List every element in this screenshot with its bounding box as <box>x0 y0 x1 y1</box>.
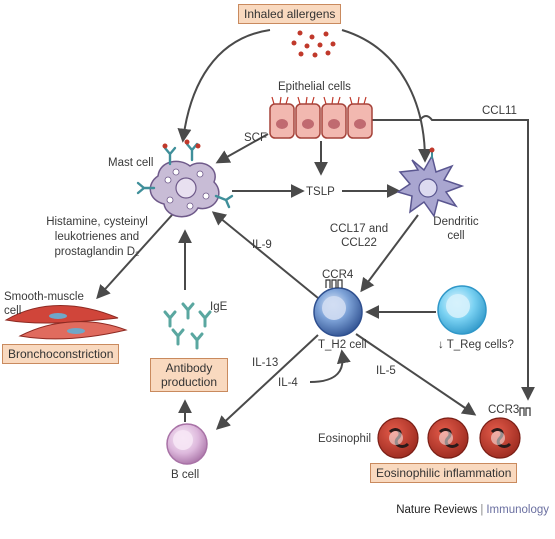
arrow-dendritic-to-th2 <box>360 214 419 293</box>
il13-label: IL-13 <box>252 357 279 369</box>
inhaled-allergens-box: Inhaled allergens <box>238 4 342 24</box>
eosinophil-label: Eosinophil <box>318 433 372 445</box>
ccl11-label: CCL11 <box>482 105 517 117</box>
th2-cell-icon <box>313 279 363 337</box>
smooth-muscle-cell-icon <box>4 305 128 340</box>
arrow-ccl11-line <box>372 115 535 401</box>
ccl17-ccl22-label: CCL17 and CCL22 <box>329 223 389 249</box>
bronchoconstriction-box: Bronchoconstriction <box>2 344 120 364</box>
antibody-production-label: Antibody production <box>160 361 218 389</box>
eosinophilic-inflammation-label: Eosinophilic inflammation <box>376 466 512 480</box>
il5-label: IL-5 <box>376 365 396 377</box>
epithelial-cells-icon <box>269 96 373 139</box>
mast-cell-label: Mast cell <box>108 157 154 169</box>
b-cell-label: B cell <box>171 469 200 481</box>
inhaled-allergens-label: Inhaled allergens <box>244 7 336 21</box>
smooth-muscle-cell-label: Smooth-muscle cell <box>4 291 84 317</box>
ccr3-label: CCR3 <box>488 404 520 416</box>
credit-separator: | <box>480 504 484 516</box>
journal-credit: Nature Reviews|Immunology <box>396 504 549 516</box>
ccr4-label: CCR4 <box>322 269 354 281</box>
journal-name: Nature Reviews <box>396 504 478 516</box>
allergen-particles-icon <box>291 30 336 58</box>
b-cell-icon <box>166 423 208 465</box>
treg-cell-icon <box>437 285 487 335</box>
eosinophilic-inflammation-box: Eosinophilic inflammation <box>370 463 518 483</box>
dendritic-cell-label: Dendritic cell <box>433 216 479 242</box>
mast-cell-icon <box>136 139 234 218</box>
treg-cells-label: ↓ T_Reg cells? <box>438 339 514 351</box>
ige-label: IgE <box>210 301 228 313</box>
epithelial-cells-label: Epithelial cells <box>278 81 351 93</box>
arrows <box>96 29 535 430</box>
th2-cell-label: T_H2 cell <box>318 339 367 351</box>
arrow-scf-to-mast-cell <box>215 133 269 164</box>
antibody-production-box: Antibody production <box>150 358 228 392</box>
journal-section: Immunology <box>486 504 549 516</box>
arrow-allergens-to-mast-cell <box>177 29 271 143</box>
arrow-il4-loop <box>309 349 351 383</box>
bronchoconstriction-label: Bronchoconstriction <box>8 347 114 361</box>
arrow-th2-to-mast-il9 <box>211 211 319 299</box>
mediators-label: Histamine, cysteinyl leukotrienes and pr… <box>46 216 148 258</box>
tslp-label: TSLP <box>306 186 335 198</box>
il4-label: IL-4 <box>278 377 298 389</box>
eosinophils-icon <box>377 407 531 459</box>
arrow-th2-to-eosinophil-il5 <box>355 333 477 416</box>
dendritic-cell-icon <box>396 147 465 218</box>
arrow-allergens-to-dendritic-cell <box>341 29 432 163</box>
ige-antibodies-icon <box>163 302 212 350</box>
il9-label: IL-9 <box>252 239 272 251</box>
arrow-mast-to-smooth-muscle <box>96 214 173 300</box>
scf-label: SCF <box>244 132 267 144</box>
arrow-th2-to-bcell-il13 <box>215 334 319 430</box>
